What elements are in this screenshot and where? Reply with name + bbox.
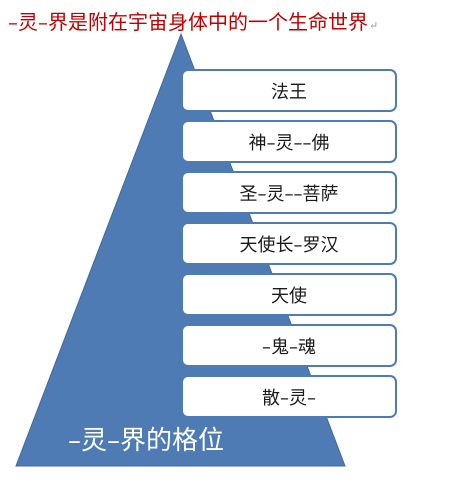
level-label: 圣–灵––菩萨 (239, 183, 339, 205)
level-box-buddha: 神–灵––佛 (181, 120, 397, 163)
level-box-bodhisattva: 圣–灵––菩萨 (181, 171, 397, 214)
paragraph-mark-icon: ↵ (369, 19, 379, 32)
level-box-ghost: –鬼–魂 (181, 324, 397, 367)
level-box-wandering-spirit: 散–灵– (181, 375, 397, 418)
level-label: 神–灵––佛 (248, 132, 330, 154)
level-label: 天使 (271, 285, 307, 307)
level-label: –鬼–魂 (262, 336, 316, 358)
diagram-title: –灵–界是附在宇宙身体中的一个生命世界↵ (8, 8, 378, 40)
diagram-title-text: –灵–界是附在宇宙身体中的一个生命世界 (8, 10, 368, 34)
level-label: 天使长–罗汉 (239, 234, 339, 256)
pyramid-base-label: –灵–界的格位 (68, 426, 225, 456)
level-box-fawang: 法王 (181, 69, 397, 112)
level-label: 法王 (271, 81, 307, 103)
level-label: 散–灵– (262, 387, 316, 409)
level-box-archangel-arhat: 天使长–罗汉 (181, 222, 397, 265)
level-box-angel: 天使 (181, 273, 397, 316)
